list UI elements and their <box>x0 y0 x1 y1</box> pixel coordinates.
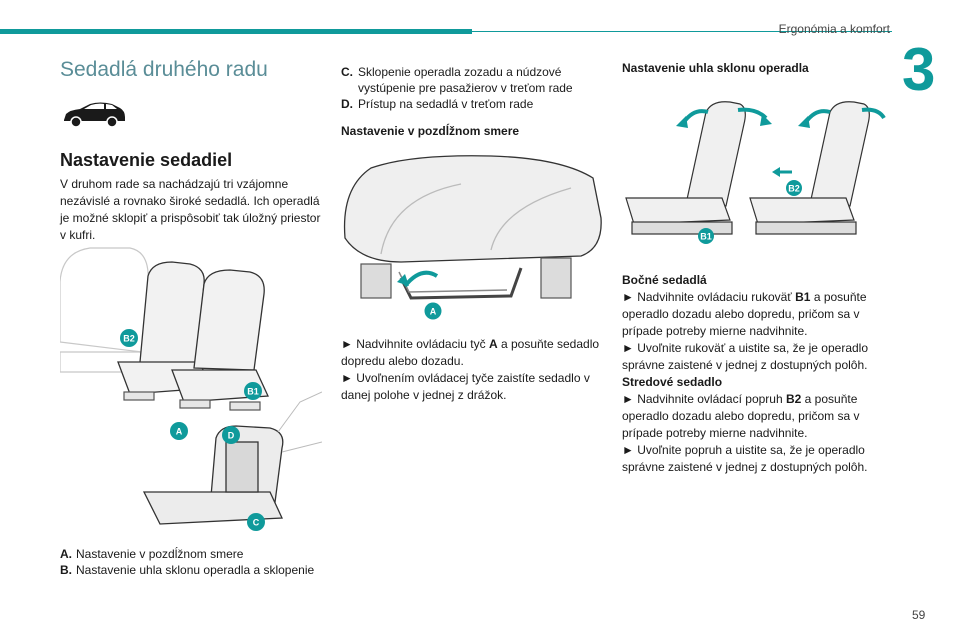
longitudinal-adjust-figure: A <box>341 148 605 320</box>
svg-text:A: A <box>176 427 183 437</box>
figure-label-a: A <box>424 302 442 320</box>
figure-label-c: C <box>247 513 265 531</box>
section-title: Ergonómia a komfort <box>778 22 890 36</box>
subsection-heading-backrest: Nastavenie uhla sklonu operadla <box>622 61 809 75</box>
longitudinal-instructions: ► Nadvihnite ovládaciu tyč A a posuňte s… <box>341 337 600 402</box>
svg-text:C: C <box>253 518 260 528</box>
legend-item: B. Nastavenie uhla sklonu operadla a skl… <box>60 563 315 577</box>
backrest-instructions: Bočné sedadlá ► Nadvihnite ovládaciu ruk… <box>622 272 888 476</box>
page-number: 59 <box>912 608 926 622</box>
legend-item: A. Nastavenie v pozdĺžnom smere <box>60 547 244 561</box>
legend-item: C. Sklopenie operadla zozadu a núdzové v… <box>341 65 573 95</box>
backrest-angle-figure: B1 B2 <box>622 96 886 246</box>
intro-paragraph: V druhom rade sa nachádzajú tri vzájomne… <box>60 177 321 242</box>
svg-text:D: D <box>228 431 235 441</box>
seats-overview-figure: B2 B1 A D C <box>60 242 322 532</box>
section-heading: Nastavenie sedadiel <box>60 150 233 170</box>
figure-label-a: A <box>170 422 188 440</box>
legend-list-1: A. Nastavenie v pozdĺžnom smere B. Nasta… <box>60 546 330 578</box>
svg-text:B1: B1 <box>247 387 259 397</box>
svg-text:A: A <box>430 307 437 317</box>
legend-list-2: C. Sklopenie operadla zozadu a núdzové v… <box>341 64 611 112</box>
middle-seat-title: Stredové sedadlo <box>622 375 723 389</box>
legend-item: D. Prístup na sedadlá v treťom rade <box>341 97 534 111</box>
header-rule <box>472 31 892 32</box>
figure-label-b1: B1 <box>698 228 714 244</box>
figure-label-d: D <box>222 426 240 444</box>
page-title: Sedadlá druhého radu <box>60 58 268 81</box>
car-icon <box>64 102 125 128</box>
chapter-number: 3 <box>902 36 936 103</box>
figure-label-b2: B2 <box>786 180 802 196</box>
side-seats-title: Bočné sedadlá <box>622 273 707 287</box>
header-accent-bar <box>0 29 472 34</box>
svg-text:B2: B2 <box>123 334 135 344</box>
figure-label-b2: B2 <box>120 329 138 347</box>
svg-text:B2: B2 <box>788 184 800 194</box>
svg-text:B1: B1 <box>700 232 712 242</box>
subsection-heading-longitudinal: Nastavenie v pozdĺžnom smere <box>341 124 520 138</box>
figure-label-b1: B1 <box>244 382 262 400</box>
